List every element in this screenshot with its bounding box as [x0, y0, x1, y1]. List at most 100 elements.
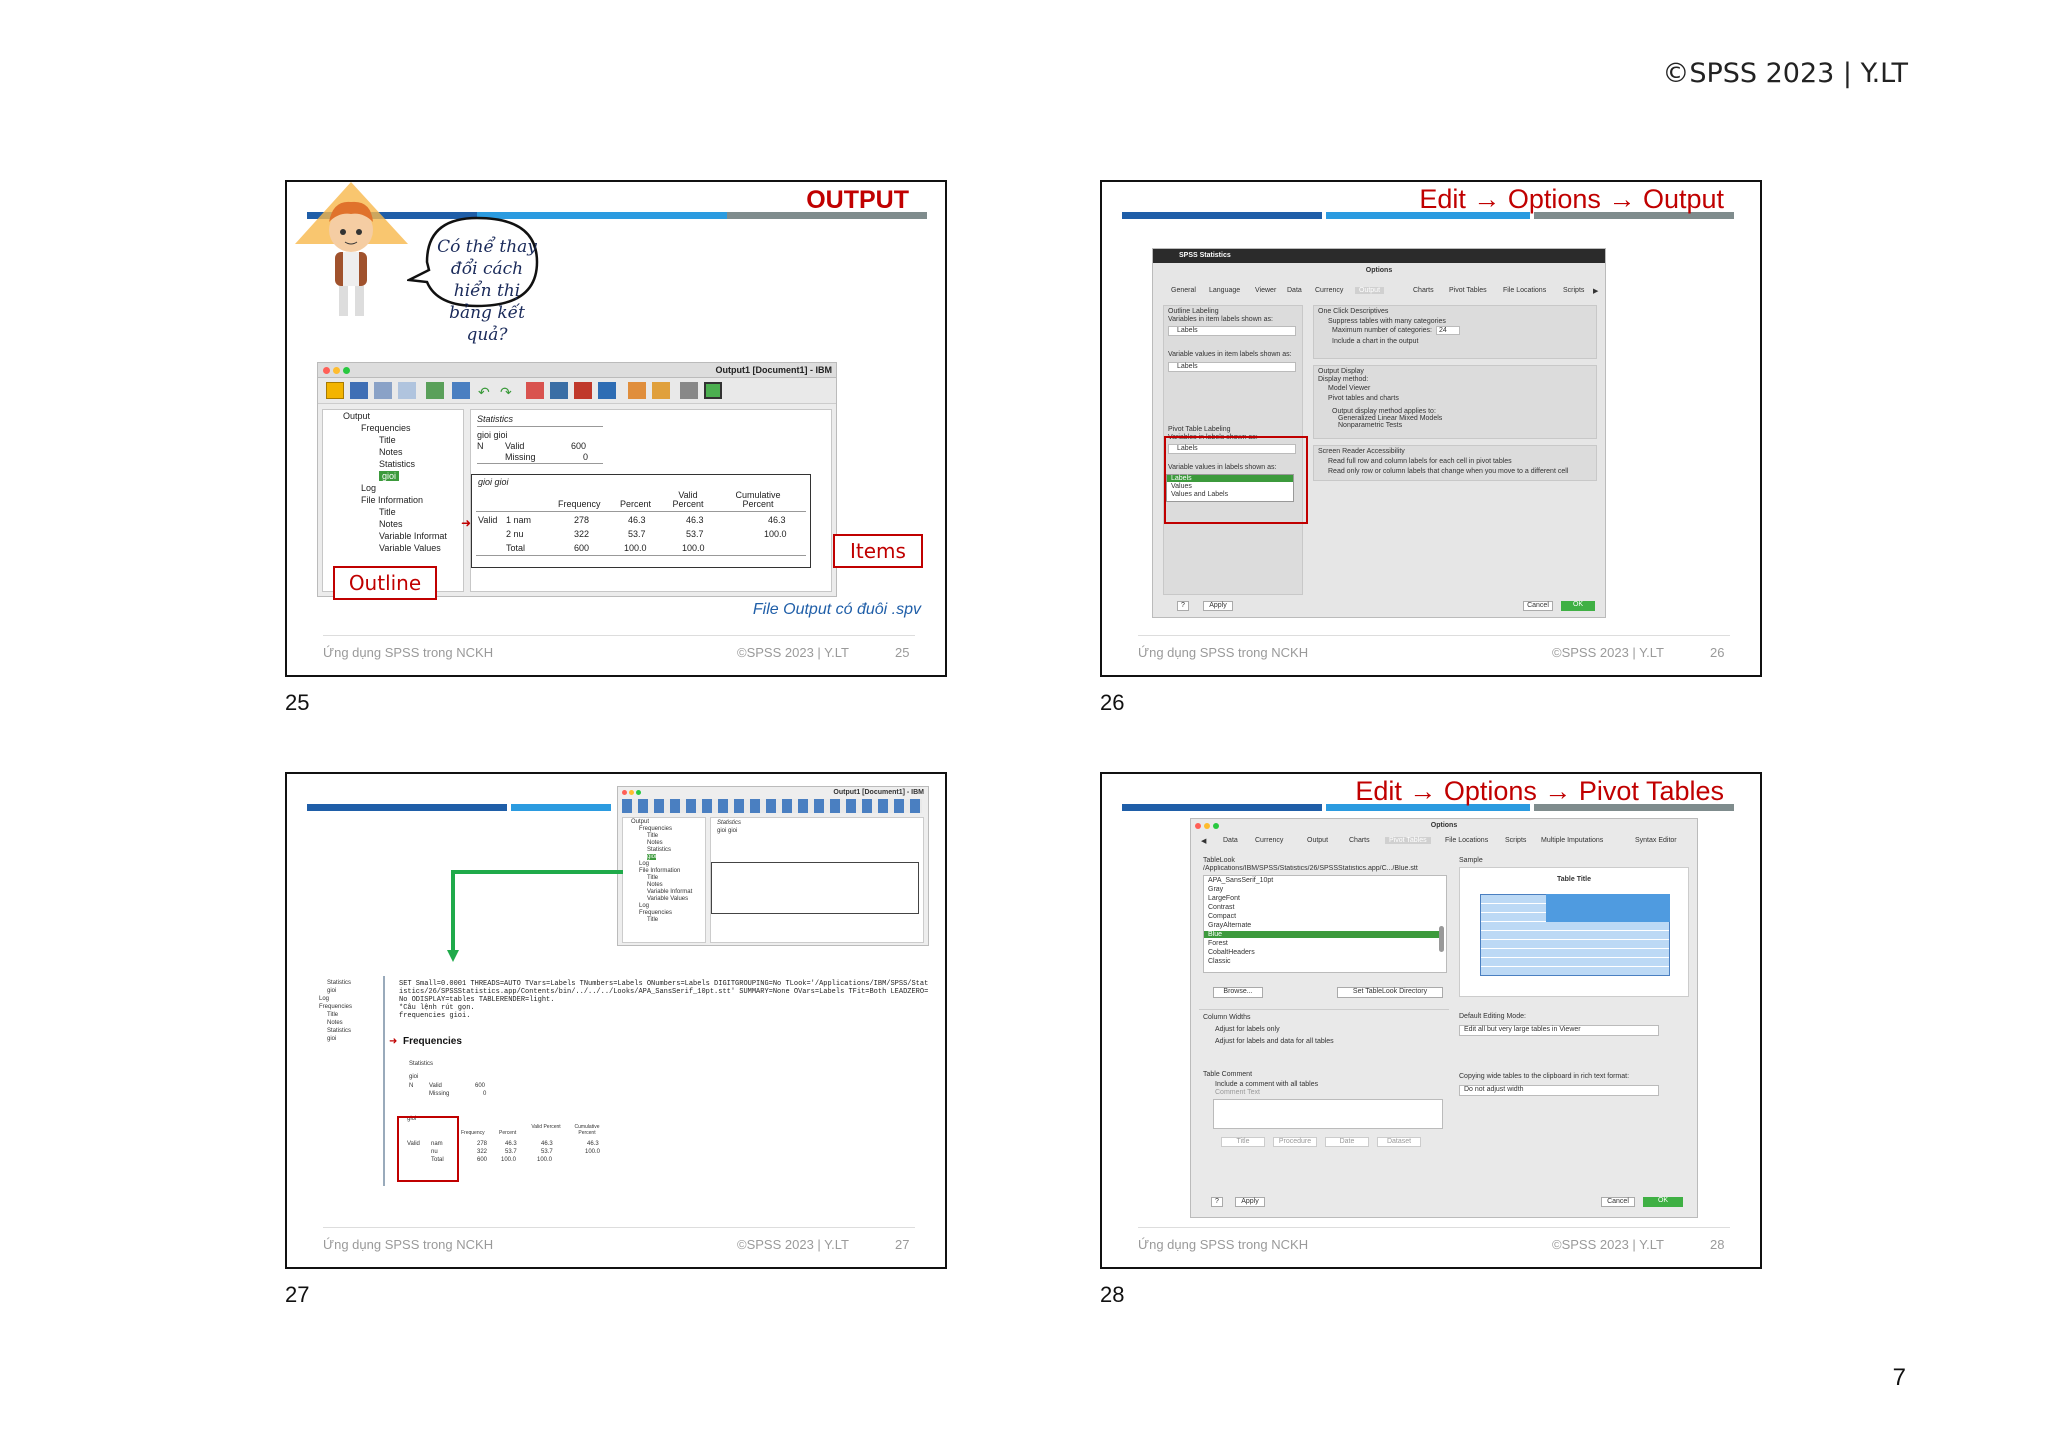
tree-node[interactable]: Title: [647, 875, 659, 881]
suppress-checkbox[interactable]: Suppress tables with many categories: [1328, 318, 1446, 325]
list-item[interactable]: Contrast: [1208, 904, 1235, 911]
list-item[interactable]: Compact: [1208, 913, 1237, 920]
tree-node[interactable]: File Information: [639, 868, 681, 874]
tree-node[interactable]: Title: [379, 435, 396, 445]
recall-dialog-icon[interactable]: [452, 382, 470, 399]
model-viewer-radio[interactable]: Model Viewer: [1328, 385, 1371, 392]
tree-node[interactable]: Output: [631, 819, 650, 825]
val-item-select[interactable]: Labels: [1168, 362, 1296, 372]
undo-icon[interactable]: ↶: [478, 384, 490, 400]
tree-node[interactable]: Notes: [379, 447, 403, 457]
list-item[interactable]: Gray: [1208, 886, 1224, 893]
ok-button[interactable]: OK: [1561, 601, 1595, 611]
tree-node-selected[interactable]: gioi: [379, 471, 400, 481]
insert-dataset-button[interactable]: Dataset: [1377, 1137, 1421, 1147]
adjust-labels-radio[interactable]: Adjust for labels only: [1215, 1026, 1280, 1033]
close-icon[interactable]: [1195, 823, 1201, 829]
tree-node[interactable]: Notes: [647, 840, 663, 846]
cancel-button[interactable]: Cancel: [1523, 601, 1553, 611]
minimize-icon[interactable]: [1204, 823, 1210, 829]
tree-node[interactable]: Notes: [379, 519, 403, 529]
adjust-all-radio[interactable]: Adjust for labels and data for all table…: [1215, 1038, 1334, 1045]
goto-data-icon[interactable]: [526, 382, 544, 399]
scrollbar[interactable]: [1439, 926, 1444, 952]
tree-node[interactable]: gioi: [327, 988, 337, 994]
dropdown-option[interactable]: Labels: [1167, 475, 1293, 482]
insert-title-button[interactable]: Title: [1221, 1137, 1265, 1147]
minimize-icon[interactable]: [333, 367, 340, 374]
tab-charts[interactable]: Charts: [1413, 287, 1434, 294]
var-item-select[interactable]: Labels: [1168, 326, 1296, 336]
pivot-var-select[interactable]: Labels: [1168, 444, 1296, 454]
tree-node[interactable]: Output: [343, 411, 371, 421]
tab-data[interactable]: Data: [1287, 287, 1302, 294]
dropdown-option[interactable]: Values: [1171, 483, 1192, 490]
help-button[interactable]: ?: [1211, 1197, 1223, 1207]
zoom-icon[interactable]: [343, 367, 350, 374]
tree-node[interactable]: Frequencies: [639, 910, 673, 916]
tree-node[interactable]: Variable Values: [647, 896, 689, 902]
tab-scroll-right-icon[interactable]: ▶: [1593, 288, 1599, 295]
insert-procedure-button[interactable]: Procedure: [1273, 1137, 1317, 1147]
list-item[interactable]: APA_SansSerif_10pt: [1208, 877, 1274, 884]
copying-select[interactable]: Do not adjust width: [1459, 1085, 1659, 1096]
tab-viewer[interactable]: Viewer: [1255, 287, 1277, 294]
comment-textarea[interactable]: [1213, 1099, 1443, 1129]
tab-language[interactable]: Language: [1209, 287, 1241, 294]
help-button[interactable]: ?: [1177, 601, 1189, 611]
tree-node[interactable]: Statistics: [327, 1028, 352, 1034]
list-item[interactable]: Classic: [1208, 958, 1231, 965]
tab-output[interactable]: Output: [1355, 287, 1385, 294]
tree-node[interactable]: Statistics: [647, 847, 672, 853]
list-item[interactable]: LargeFont: [1208, 895, 1240, 902]
tab-data[interactable]: Data: [1223, 837, 1238, 844]
zoom-icon[interactable]: [1213, 823, 1219, 829]
tree-node[interactable]: Log: [319, 996, 330, 1002]
list-item[interactable]: Forest: [1208, 940, 1228, 947]
list-item[interactable]: CobaltHeaders: [1208, 949, 1255, 956]
max-categories-input[interactable]: 24: [1436, 326, 1460, 335]
tab-scripts[interactable]: Scripts: [1563, 287, 1585, 294]
read-only-radio[interactable]: Read only row or column labels that chan…: [1328, 468, 1569, 475]
read-full-radio[interactable]: Read full row and column labels for each…: [1328, 458, 1512, 465]
tab-scripts[interactable]: Scripts: [1505, 837, 1527, 844]
tab-file-locations[interactable]: File Locations: [1503, 287, 1547, 294]
ok-button[interactable]: OK: [1643, 1197, 1683, 1207]
close-icon[interactable]: [622, 790, 627, 795]
hide-icon[interactable]: [680, 382, 698, 399]
dropdown-option[interactable]: Values and Labels: [1171, 491, 1229, 498]
tree-node[interactable]: Statistics: [327, 980, 352, 986]
tree-node[interactable]: gioi: [327, 1036, 337, 1042]
tab-currency[interactable]: Currency: [1255, 837, 1284, 844]
insert-date-button[interactable]: Date: [1325, 1137, 1369, 1147]
tree-node[interactable]: Title: [647, 833, 659, 839]
goto-case-icon[interactable]: [550, 382, 568, 399]
insert-text-icon[interactable]: [652, 382, 670, 399]
tab-general[interactable]: General: [1171, 287, 1196, 294]
apply-button[interactable]: Apply: [1203, 601, 1233, 611]
print-preview-icon[interactable]: [398, 382, 416, 399]
tree-node[interactable]: File Information: [361, 495, 424, 505]
list-item[interactable]: GrayAlternate: [1208, 922, 1252, 929]
tree-node[interactable]: Title: [647, 917, 659, 923]
zoom-icon[interactable]: [636, 790, 641, 795]
tree-node[interactable]: Frequencies: [639, 826, 673, 832]
tree-node[interactable]: Log: [639, 861, 650, 867]
include-chart-checkbox[interactable]: Include a chart in the output: [1332, 338, 1419, 345]
save-icon[interactable]: [350, 382, 368, 399]
tree-node[interactable]: Statistics: [379, 459, 416, 469]
show-icon[interactable]: [704, 382, 722, 399]
minimize-icon[interactable]: [629, 790, 634, 795]
tree-node[interactable]: Log: [361, 483, 377, 493]
tab-pivot-tables[interactable]: Pivot Tables: [1449, 287, 1487, 294]
tab-currency[interactable]: Currency: [1315, 287, 1344, 294]
tree-node-selected[interactable]: gioi: [647, 854, 657, 860]
tab-output[interactable]: Output: [1307, 837, 1329, 844]
tree-node[interactable]: Log: [639, 903, 650, 909]
close-icon[interactable]: [323, 367, 330, 374]
tree-node[interactable]: Frequencies: [319, 1004, 353, 1010]
tree-node[interactable]: Notes: [327, 1020, 343, 1026]
tab-pivot-tables[interactable]: Pivot Tables: [1385, 837, 1431, 844]
goto-variable-icon[interactable]: [574, 382, 592, 399]
cancel-button[interactable]: Cancel: [1601, 1197, 1635, 1207]
